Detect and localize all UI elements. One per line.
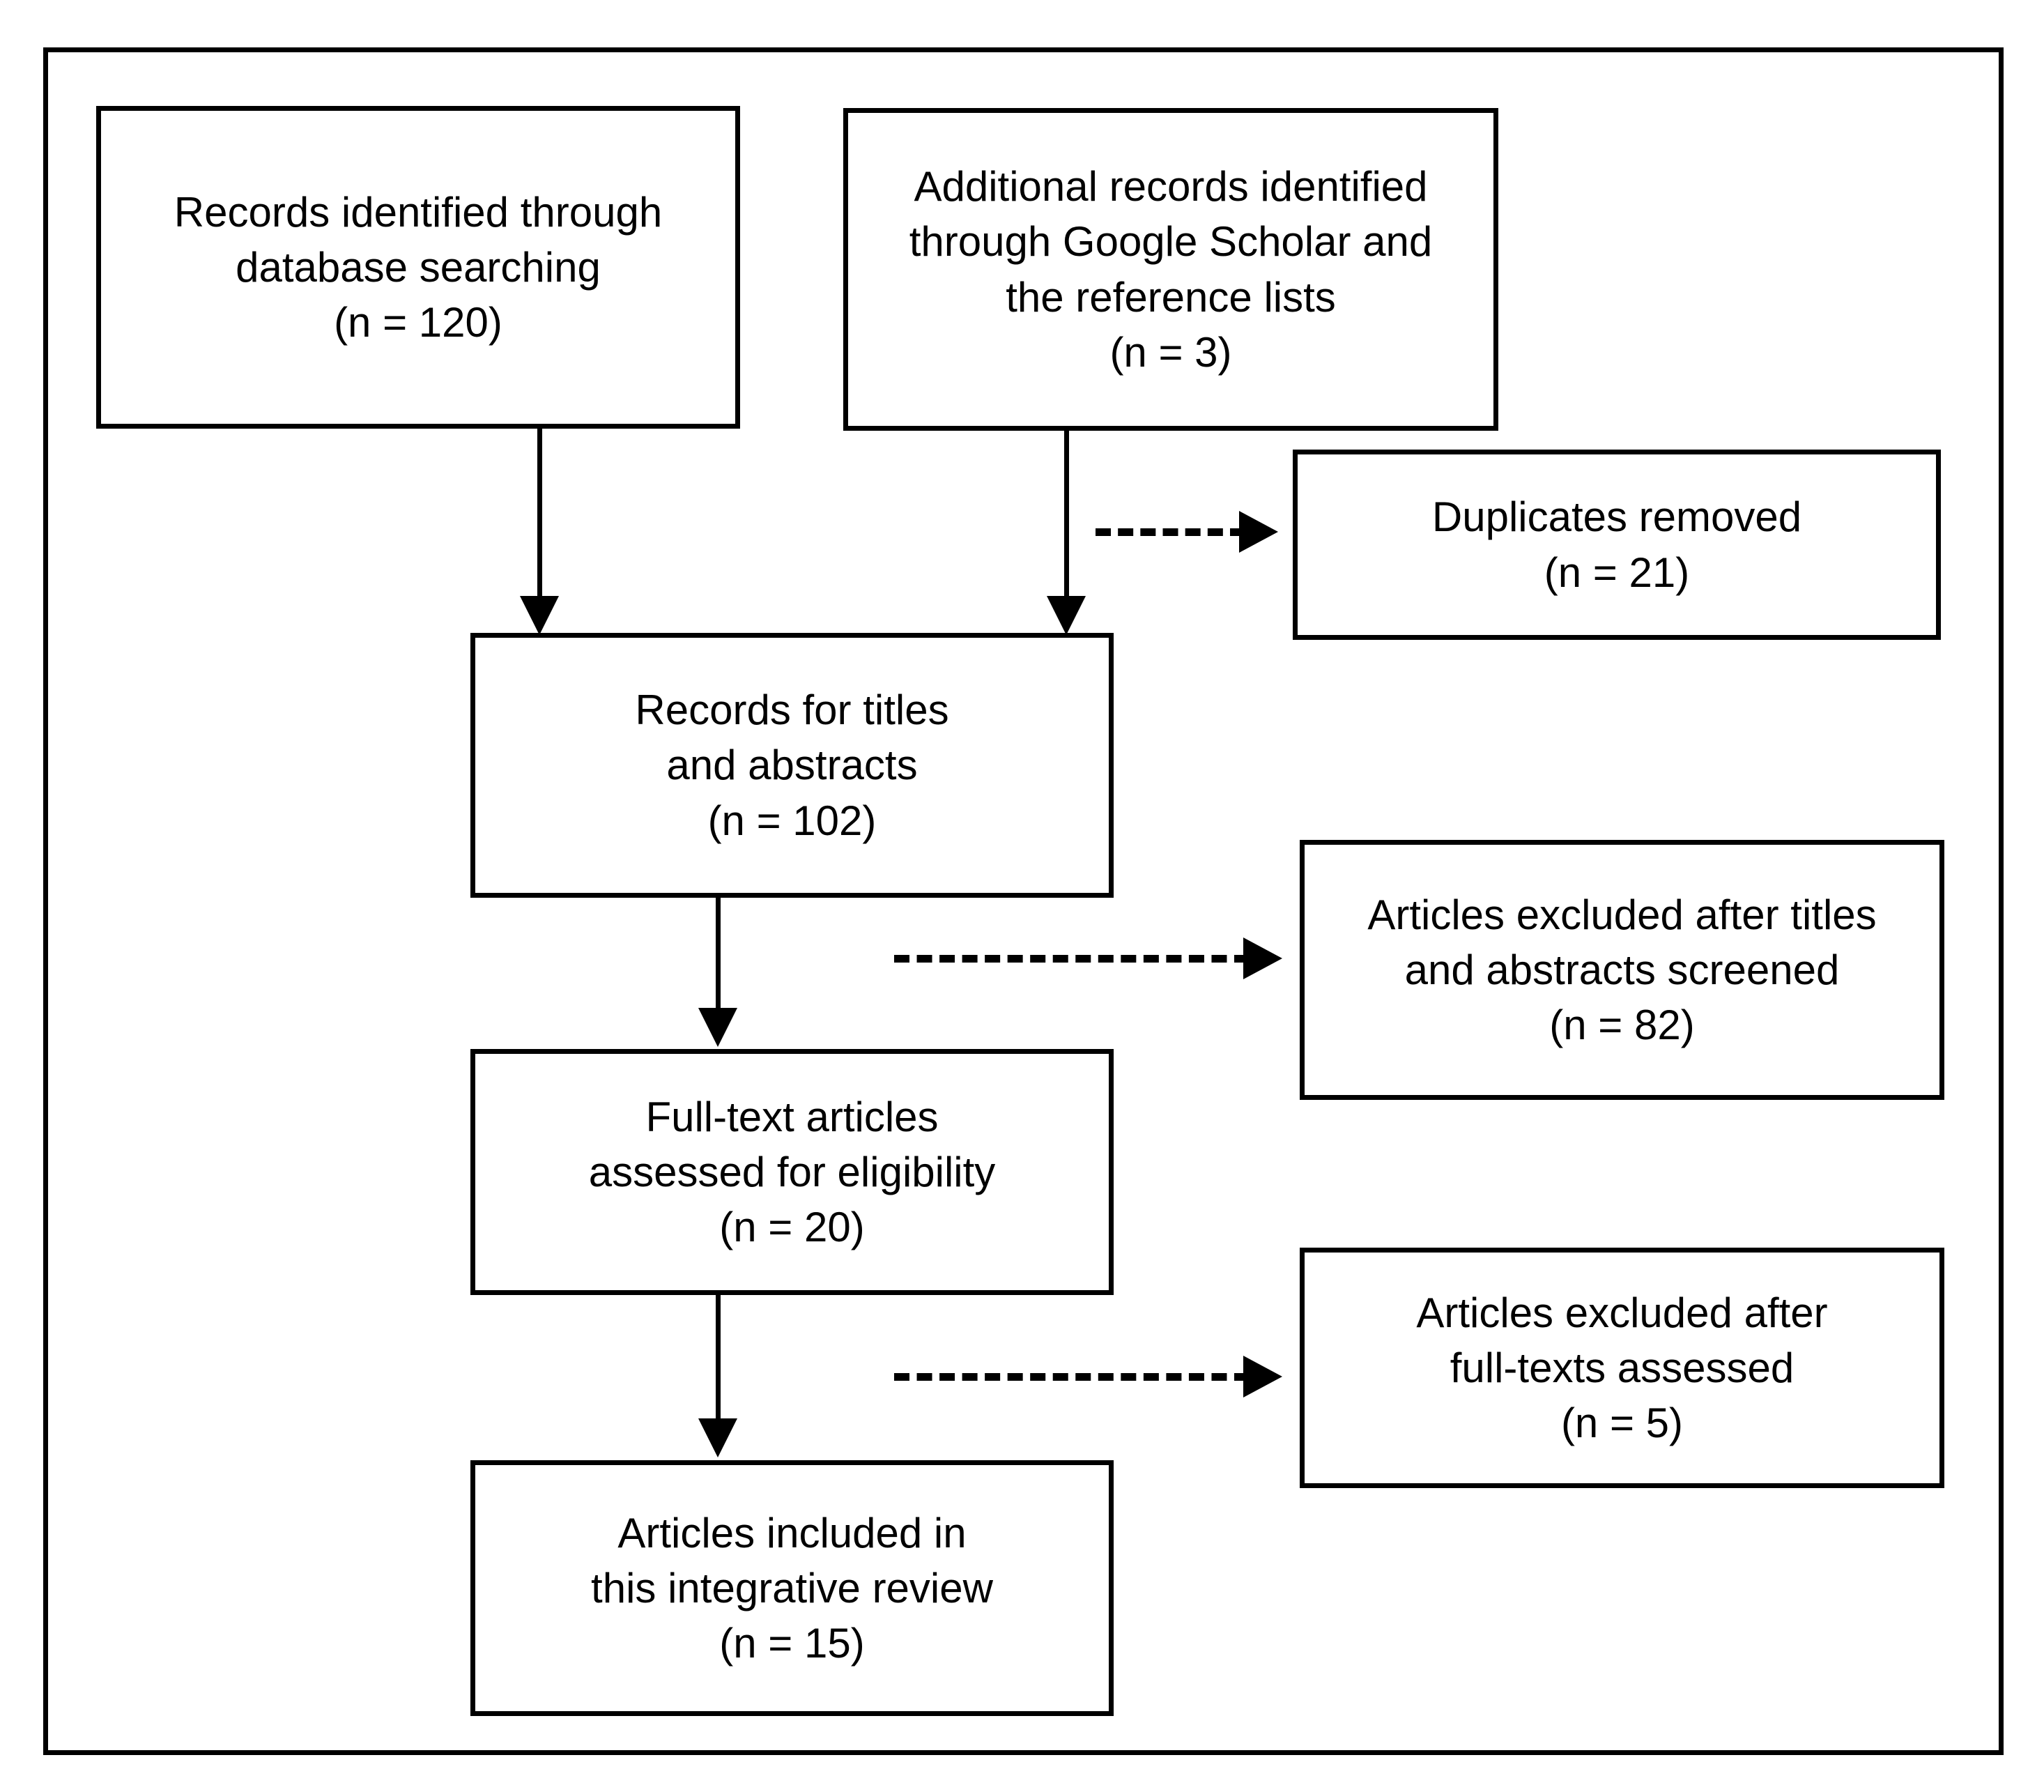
connector-excluded-fulltext-arrowhead-icon xyxy=(1243,1356,1282,1397)
box-articles-excluded-fulltext: Articles excluded after full-texts asses… xyxy=(1300,1248,1944,1488)
box-records-titles-abstracts: Records for titles and abstracts (n = 10… xyxy=(470,633,1114,898)
box-fulltext-articles-assessed: Full-text articles assessed for eligibil… xyxy=(470,1049,1114,1295)
box-articles-excluded-titles-line1: Articles excluded after titles xyxy=(1367,891,1877,938)
box-duplicates-removed-count: (n = 21) xyxy=(1544,549,1690,596)
box-records-titles-abstracts-line1: Records for titles xyxy=(635,687,949,734)
connector-fulltext-to-included-arrowhead-icon xyxy=(698,1418,737,1457)
box-fulltext-articles-count: (n = 20) xyxy=(719,1204,865,1251)
connector-excluded-titles-arrowhead-icon xyxy=(1243,937,1282,979)
connector-excluded-fulltext-dashed-line xyxy=(894,1373,1250,1381)
box-additional-records-line2: through Google Scholar and xyxy=(909,218,1433,266)
box-records-identified-database: Records identified through database sear… xyxy=(96,106,740,429)
box-articles-excluded-titles-line2: and abstracts screened xyxy=(1404,946,1840,993)
box-records-identified-database-line1: Records identified through xyxy=(174,188,663,236)
connector-database-to-titles-line xyxy=(537,429,542,600)
box-articles-included-line2: this integrative review xyxy=(591,1564,993,1611)
box-records-titles-abstracts-count: (n = 102) xyxy=(707,797,877,844)
box-additional-records-count: (n = 3) xyxy=(1109,328,1232,376)
box-additional-records-line1: Additional records identified xyxy=(914,163,1428,210)
connector-titles-to-fulltext-line xyxy=(716,898,721,1011)
connector-excluded-titles-dashed-line xyxy=(894,955,1250,963)
connector-additional-to-titles-line xyxy=(1064,431,1069,600)
box-records-identified-database-line2: database searching xyxy=(236,243,601,291)
box-articles-excluded-titles-abstracts: Articles excluded after titles and abstr… xyxy=(1300,840,1944,1100)
box-articles-included-line1: Articles included in xyxy=(617,1509,967,1556)
box-articles-included-review: Articles included in this integrative re… xyxy=(470,1460,1114,1716)
connector-duplicates-dashed-line xyxy=(1096,528,1245,536)
connector-duplicates-arrowhead-icon xyxy=(1239,511,1278,553)
box-articles-excluded-titles-count: (n = 82) xyxy=(1549,1002,1695,1049)
box-articles-excluded-fulltext-count: (n = 5) xyxy=(1560,1400,1684,1447)
connector-fulltext-to-included-line xyxy=(716,1295,721,1422)
box-additional-records-identified: Additional records identified through Go… xyxy=(843,108,1498,431)
connector-database-to-titles-arrowhead-icon xyxy=(520,596,559,635)
box-articles-included-count: (n = 15) xyxy=(719,1620,865,1667)
box-fulltext-articles-line1: Full-text articles xyxy=(645,1093,939,1140)
box-duplicates-removed: Duplicates removed (n = 21) xyxy=(1293,450,1941,640)
box-additional-records-line3: the reference lists xyxy=(1006,273,1336,321)
box-duplicates-removed-line1: Duplicates removed xyxy=(1431,493,1802,541)
box-fulltext-articles-line2: assessed for eligibility xyxy=(588,1148,996,1195)
box-records-identified-database-count: (n = 120) xyxy=(334,299,502,346)
box-articles-excluded-fulltext-line1: Articles excluded after xyxy=(1416,1289,1828,1336)
diagram-outer-frame: Records identified through database sear… xyxy=(43,47,2004,1755)
box-records-titles-abstracts-line2: and abstracts xyxy=(666,742,918,789)
connector-titles-to-fulltext-arrowhead-icon xyxy=(698,1008,737,1047)
connector-additional-to-titles-arrowhead-icon xyxy=(1047,596,1086,635)
box-articles-excluded-fulltext-line2: full-texts assessed xyxy=(1450,1344,1795,1391)
